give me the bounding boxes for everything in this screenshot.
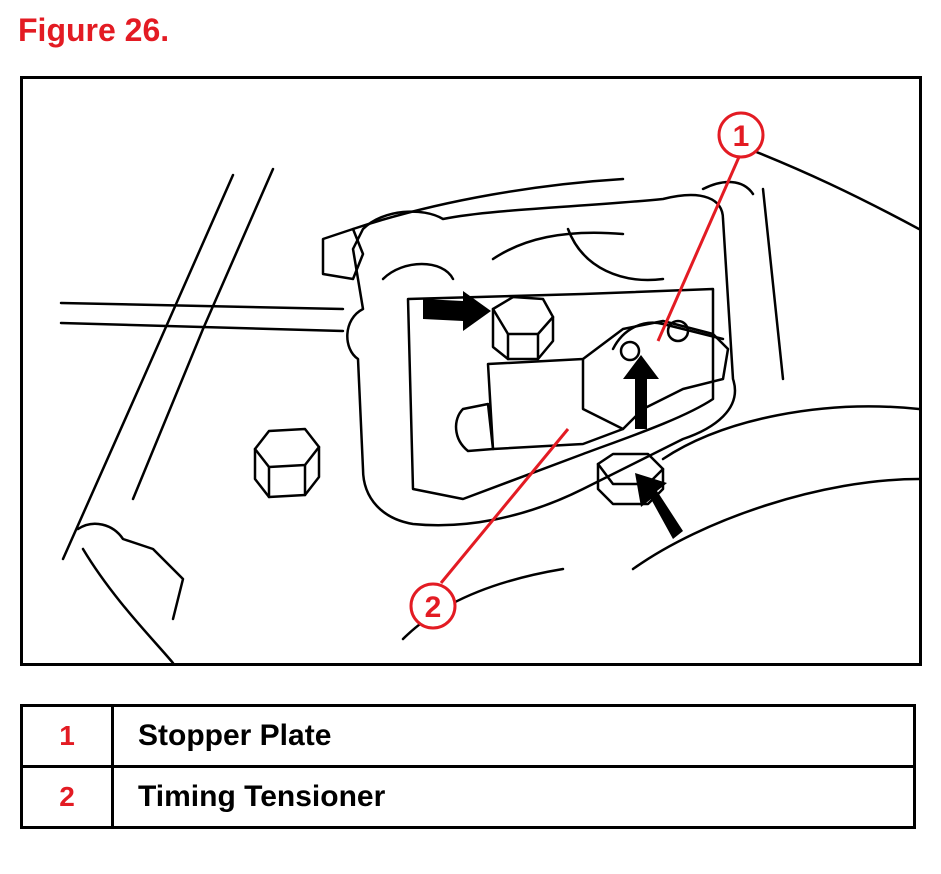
arrow-right-icon (423, 291, 491, 331)
figure-title: Figure 26. (18, 12, 170, 48)
legend-table: 1 Stopper Plate 2 Timing Tensioner (20, 704, 916, 829)
figure-illustration-frame: 1 2 (20, 76, 922, 666)
leader-line-2 (439, 428, 570, 584)
callout-2: 2 (409, 582, 457, 630)
callout-2-number: 2 (425, 591, 442, 624)
pointer-arrows (423, 291, 683, 539)
engine-line-drawing: 1 2 (59, 111, 919, 663)
callout-1: 1 (717, 111, 765, 159)
engine-outline (59, 137, 919, 663)
callout-leaders (439, 156, 741, 584)
legend-number: 1 (20, 704, 114, 768)
legend-label: Stopper Plate (111, 704, 916, 768)
legend-row: 1 Stopper Plate (20, 704, 916, 768)
arrow-upleft-icon (635, 473, 683, 539)
leader-line-1 (656, 156, 741, 342)
callout-1-number: 1 (733, 120, 750, 153)
arrow-up-icon (623, 355, 659, 429)
legend-row: 2 Timing Tensioner (20, 765, 916, 829)
legend-label: Timing Tensioner (111, 765, 916, 829)
legend-number: 2 (20, 765, 114, 829)
